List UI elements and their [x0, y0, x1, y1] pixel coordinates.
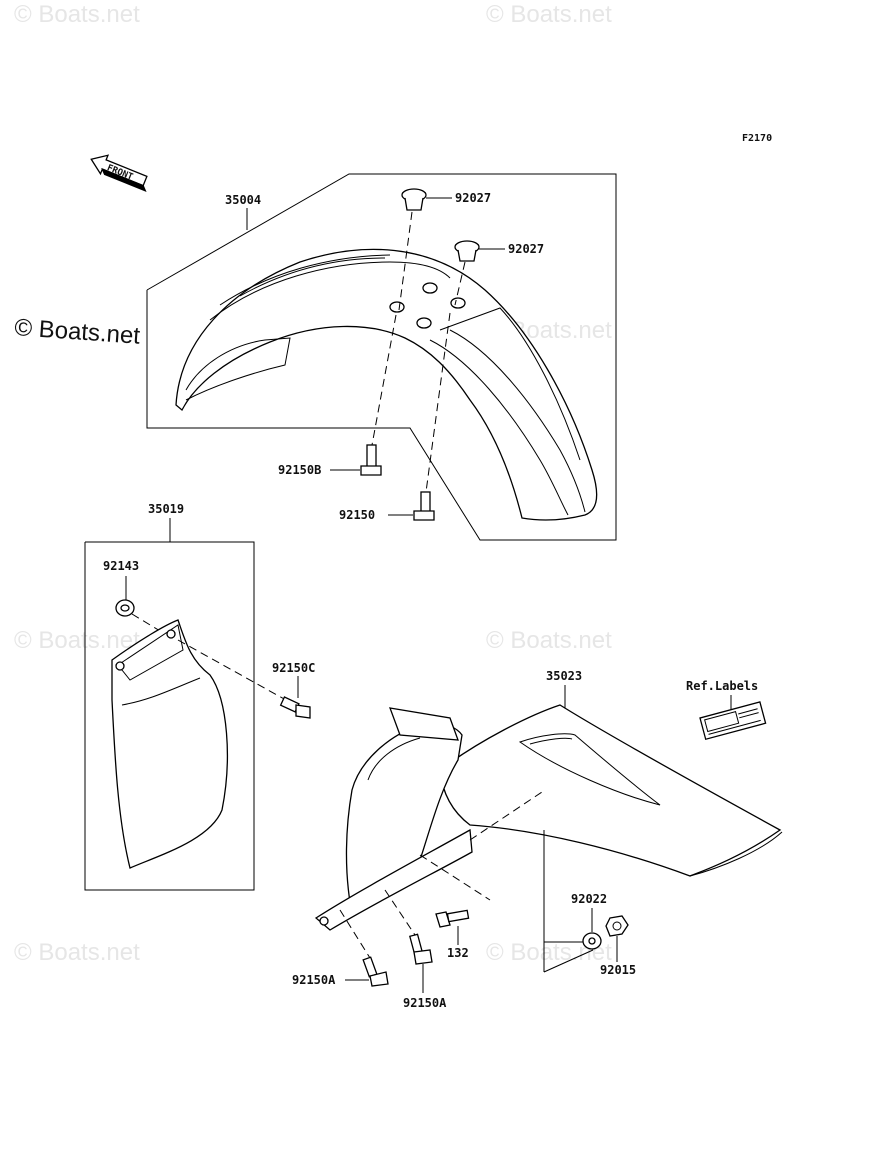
label-35023: 35023 [546, 669, 582, 683]
front-fender-group: 35004 92027 92027 92150B [146, 173, 617, 541]
label-ref-labels: Ref.Labels [686, 679, 758, 693]
label-35004: 35004 [225, 193, 261, 207]
label-92150A-right: 92150A [403, 996, 447, 1010]
label-92027-upper: 92027 [455, 191, 491, 205]
label-132: 132 [447, 946, 469, 960]
watermark-top-left: © Boats.net [14, 1, 140, 28]
label-92027-lower: 92027 [508, 242, 544, 256]
mud-guard [111, 619, 228, 869]
front-fender [175, 248, 598, 521]
label-35019: 35019 [148, 502, 184, 516]
label-92150C: 92150C [272, 661, 315, 675]
label-92022: 92022 [571, 892, 607, 906]
label-92015: 92015 [600, 963, 636, 977]
watermark-right-2: © Boats.net [486, 627, 612, 654]
watermark-dark: © Boats.net [14, 314, 142, 350]
front-fender-frame [146, 173, 617, 541]
watermark-left-2: © Boats.net [14, 627, 140, 654]
label-92150B: 92150B [278, 463, 321, 477]
watermark-top-right: © Boats.net [486, 1, 612, 28]
front-arrow-icon: FRONT [90, 154, 148, 193]
rear-fender-group: 35023 Ref.Labels 92022 [292, 669, 783, 1010]
label-92143: 92143 [103, 559, 139, 573]
watermark-left-3: © Boats.net [14, 939, 140, 966]
figure-code: F2170 [742, 133, 772, 144]
label-92150: 92150 [339, 508, 375, 522]
mud-guard-group: 35019 92143 92150C [84, 502, 315, 891]
mud-guard-frame [84, 541, 255, 891]
label-92150A-left: 92150A [292, 973, 336, 987]
rear-fender [439, 704, 782, 877]
ref-label-decal [699, 701, 767, 741]
